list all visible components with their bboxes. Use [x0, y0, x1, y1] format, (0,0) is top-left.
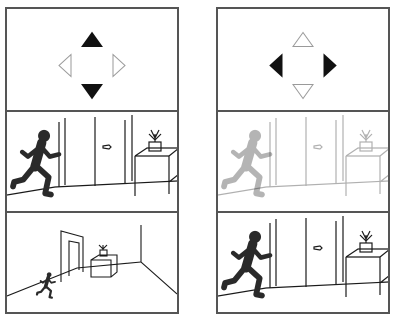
panel-left-row-2	[6, 111, 179, 212]
panel-left-row-3	[6, 212, 178, 313]
panel-right-row-1	[217, 8, 389, 111]
row-frame	[6, 212, 178, 313]
panel-left-row-1	[6, 8, 178, 111]
panel-right	[217, 8, 390, 313]
panel-right-row-2	[217, 111, 390, 212]
panel-left	[6, 8, 179, 313]
panel-right-row-3	[217, 212, 390, 313]
